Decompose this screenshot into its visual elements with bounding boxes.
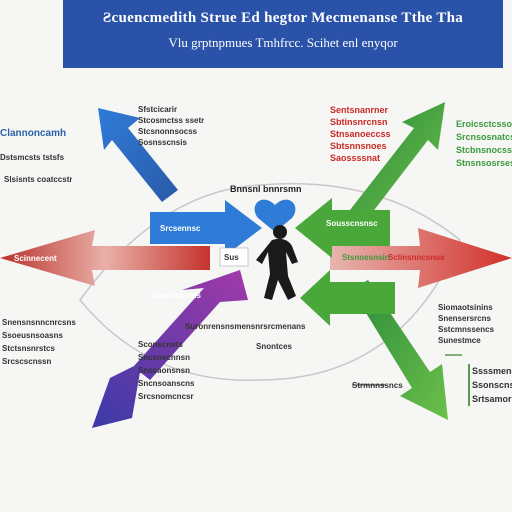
left-line3: Slsisnts coatccstr	[4, 175, 73, 184]
right-arrow-label: Sclinsnncsnoa	[388, 253, 445, 262]
top-right-labels: Sentsnanrner Sbtinsnrcnsn Stnsanoeccss S…	[330, 105, 391, 163]
left-arrow-label: Scinnecent	[14, 254, 57, 263]
upper-right-green-arrow	[350, 102, 445, 222]
diagram-header: Ƨcuencmedith Strue Ed hegtor Mecmenanse …	[63, 0, 503, 68]
lower-right-green-arrow	[352, 280, 448, 420]
left-heading-sub: Dstsmcsts tstsfs	[0, 153, 65, 162]
left-heading: Clannoncamh	[0, 128, 67, 139]
bottom-left-labels: Sconscnsts Sncsnscnnsn Snscaonsnsn Sncns…	[138, 340, 195, 401]
diagram-title: Ƨcuencmedith Strue Ed hegtor Mecmenanse …	[102, 10, 464, 26]
middle-left-arrow-label: Srcsennsc	[160, 224, 201, 233]
middle-right-arrow-bottom: Stsnoesnsin	[342, 253, 390, 262]
right-box-labels: Ssssmenc Ssonscnsesr Srtsamorsn	[468, 364, 512, 406]
person-icon	[256, 225, 298, 300]
middle-right-arrow-top: Sousscnsnsc	[326, 219, 378, 228]
background-loop	[79, 182, 461, 382]
center-small-box	[219, 247, 249, 267]
diagram-subtitle: Vlu grptnpmues Tmhfrcc. Scihet enl enyqo…	[168, 35, 398, 50]
right-lower-labels: Siomaotsinins Snensersrcns Sstcmnssencs …	[438, 303, 495, 345]
lower-left-purple-arrow	[92, 270, 248, 428]
top-left-labels: Sfstcicarir Stcosmctss ssetr Stcsnonnsoc…	[138, 105, 205, 147]
center-blue-arrow	[150, 200, 262, 256]
bottom-caption-sub: Snontces	[256, 342, 293, 351]
right-red-arrow	[330, 228, 512, 288]
right-green-labels: Eroicsctcsso Srcnsosnatcs Stcbnsnocsso S…	[456, 119, 512, 168]
left-red-arrow	[0, 230, 210, 286]
bottom-caption: Suronrensnsmensnrsrcmenans	[185, 322, 306, 331]
upper-left-blue-arrow	[98, 108, 178, 202]
middle-overhead: Bnnsnl bnnrsmn	[230, 184, 302, 194]
purple-arrow-label: Sasnsecnins	[152, 291, 201, 300]
bottom-far-left-labels: Snensnsnncnrcsns Ssoeusnsoasns Stctsnsnr…	[2, 318, 76, 366]
center-green-arrow	[295, 198, 390, 258]
lower-center-green-arrow	[300, 270, 395, 326]
heart-sub: Sus	[224, 253, 239, 262]
heart-icon	[254, 199, 296, 232]
bottom-center-label: Strmnnssncs	[352, 381, 403, 390]
